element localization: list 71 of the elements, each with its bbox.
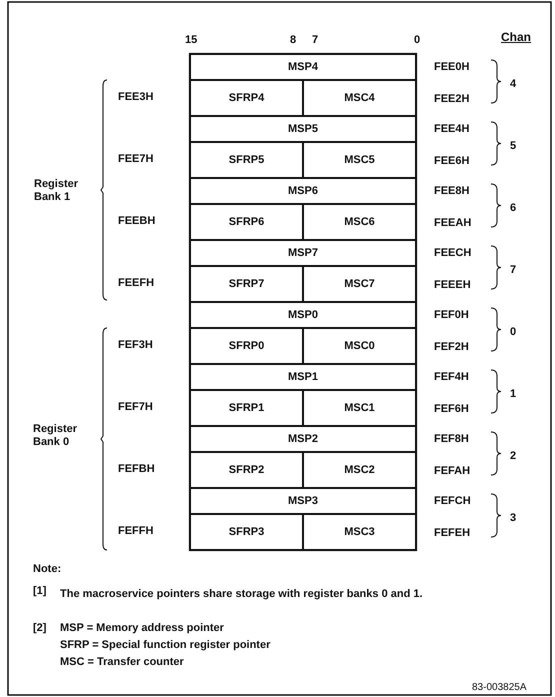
address-label: FEF8H <box>434 433 469 446</box>
address-label: FEE7H <box>118 153 154 166</box>
address-label: FEFEH <box>434 527 470 540</box>
register-cell: MSP1 <box>190 364 416 390</box>
channel-number: 1 <box>510 388 516 401</box>
note-text: SFRP = Special function register pointer <box>60 639 270 652</box>
register-cell: SFRP1 <box>190 390 303 426</box>
channel-number: 4 <box>510 78 516 91</box>
register-cell: MSC0 <box>303 328 416 364</box>
address-label: FEEAH <box>434 217 472 230</box>
register-cell: MSP2 <box>190 426 416 452</box>
figure-number: 83-003825A <box>472 681 526 694</box>
channel-number: 7 <box>510 264 516 277</box>
address-label: FEF2H <box>434 341 469 354</box>
address-label: FEFCH <box>434 495 471 508</box>
column-heading: Chan <box>501 31 531 44</box>
channel-number: 5 <box>510 140 516 153</box>
register-cell: MSC4 <box>303 80 416 116</box>
bit-number: 15 <box>185 34 198 47</box>
bit-number: 0 <box>414 34 420 47</box>
address-label: FEFFH <box>118 525 154 538</box>
address-label: FEE3H <box>118 91 154 104</box>
note-number: [2] <box>33 622 46 635</box>
bank-label: Register Bank 0 <box>33 423 78 449</box>
register-cell: MSC6 <box>303 204 416 240</box>
address-label: FEE2H <box>434 93 470 106</box>
register-cell: SFRP0 <box>190 328 303 364</box>
register-cell: SFRP6 <box>190 204 303 240</box>
address-label: FEF4H <box>434 371 469 384</box>
channel-number: 2 <box>510 450 516 463</box>
address-label: FEE8H <box>434 185 470 198</box>
register-cell: MSP3 <box>190 488 416 514</box>
register-cell: MSC2 <box>303 452 416 488</box>
note-text: MSC = Transfer counter <box>60 656 184 669</box>
note-text: The macroservice pointers share storage with register banks 0 and 1. <box>60 587 424 602</box>
bank-label: Register Bank 1 <box>34 178 80 204</box>
channel-number: 0 <box>510 326 516 339</box>
register-cell: SFRP2 <box>190 452 303 488</box>
note-text: MSP = Memory address pointer <box>60 622 224 635</box>
register-cell: MSP6 <box>190 178 416 204</box>
address-label: FEEFH <box>118 277 154 290</box>
register-cell: MSP5 <box>190 116 416 142</box>
address-label: FEECH <box>434 247 472 260</box>
bit-number: 8 <box>290 34 296 47</box>
address-label: FEF0H <box>434 309 469 322</box>
address-label: FEE4H <box>434 123 470 136</box>
register-cell: MSP7 <box>190 240 416 266</box>
note-heading: Note: <box>33 563 62 576</box>
address-label: FEEEH <box>434 279 471 292</box>
address-label: FEFAH <box>434 465 470 478</box>
address-label: FEF3H <box>118 339 153 352</box>
channel-number: 6 <box>510 202 516 215</box>
register-cell: MSC1 <box>303 390 416 426</box>
address-label: FEEBH <box>118 215 156 228</box>
bit-number: 7 <box>312 34 318 47</box>
register-cell: MSC7 <box>303 266 416 302</box>
register-cell: MSP4 <box>190 54 416 80</box>
register-cell: SFRP5 <box>190 142 303 178</box>
address-label: FEE6H <box>434 155 470 168</box>
register-cell: MSP0 <box>190 302 416 328</box>
register-cell: MSC5 <box>303 142 416 178</box>
address-label: FEFBH <box>118 463 155 476</box>
note-number: [1] <box>33 585 46 598</box>
address-label: FEF7H <box>118 401 153 414</box>
address-label: FEF6H <box>434 403 469 416</box>
channel-number: 3 <box>510 512 516 525</box>
address-label: FEE0H <box>434 61 470 74</box>
register-cell: SFRP7 <box>190 266 303 302</box>
register-cell: SFRP4 <box>190 80 303 116</box>
register-cell: MSC3 <box>303 514 416 550</box>
register-cell: SFRP3 <box>190 514 303 550</box>
